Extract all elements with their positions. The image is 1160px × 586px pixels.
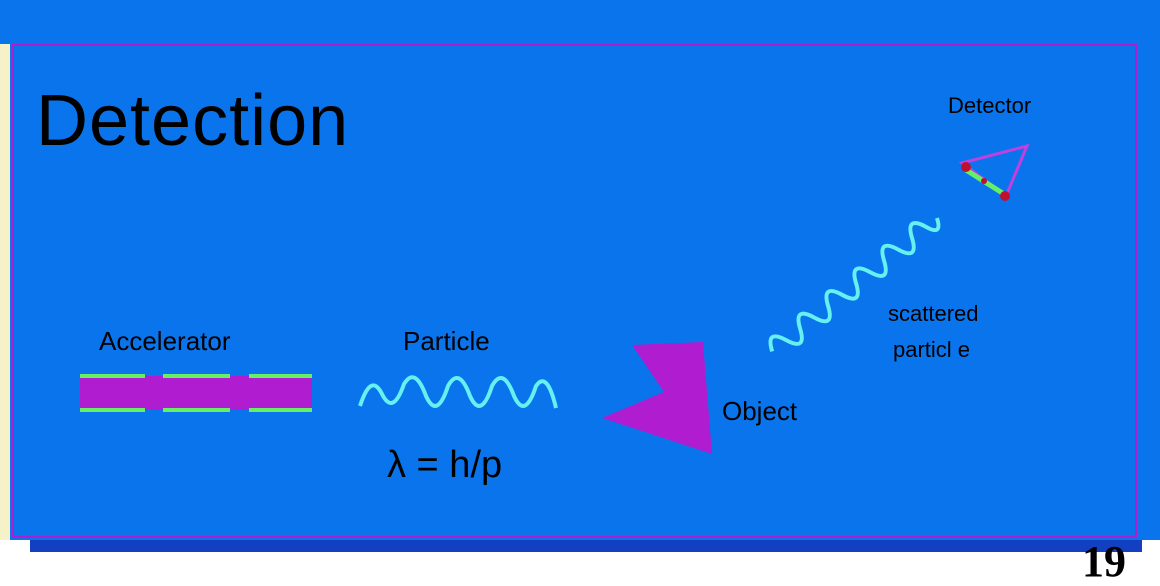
scattered-particle-label-line2: particl e: [893, 337, 971, 362]
accelerator-bar: [80, 376, 312, 410]
slide-title: Detection: [36, 81, 350, 161]
detector-label: Detector: [948, 93, 1032, 118]
object-shape: [602, 342, 712, 454]
detector-dot: [961, 162, 971, 172]
detector-graphic: [958, 143, 1030, 201]
scattered-particle-wave: [768, 217, 941, 353]
slide-background: [0, 0, 1160, 540]
page-number: 19: [1082, 537, 1126, 586]
accelerator-graphic: [80, 374, 312, 412]
slide-left-edge: [0, 44, 10, 540]
wavelength-formula: λ = h/p: [387, 444, 503, 486]
particle-wave: [358, 375, 558, 409]
detector-dot: [1000, 191, 1010, 201]
detector-dot: [981, 178, 987, 184]
accelerator-label: Accelerator: [99, 326, 231, 356]
particle-label: Particle: [403, 326, 490, 356]
scattered-particle-label-line1: scattered: [888, 301, 979, 326]
slide-border-frame: [12, 44, 1137, 538]
object-label: Object: [722, 396, 798, 426]
detection-diagram: [80, 143, 1030, 454]
